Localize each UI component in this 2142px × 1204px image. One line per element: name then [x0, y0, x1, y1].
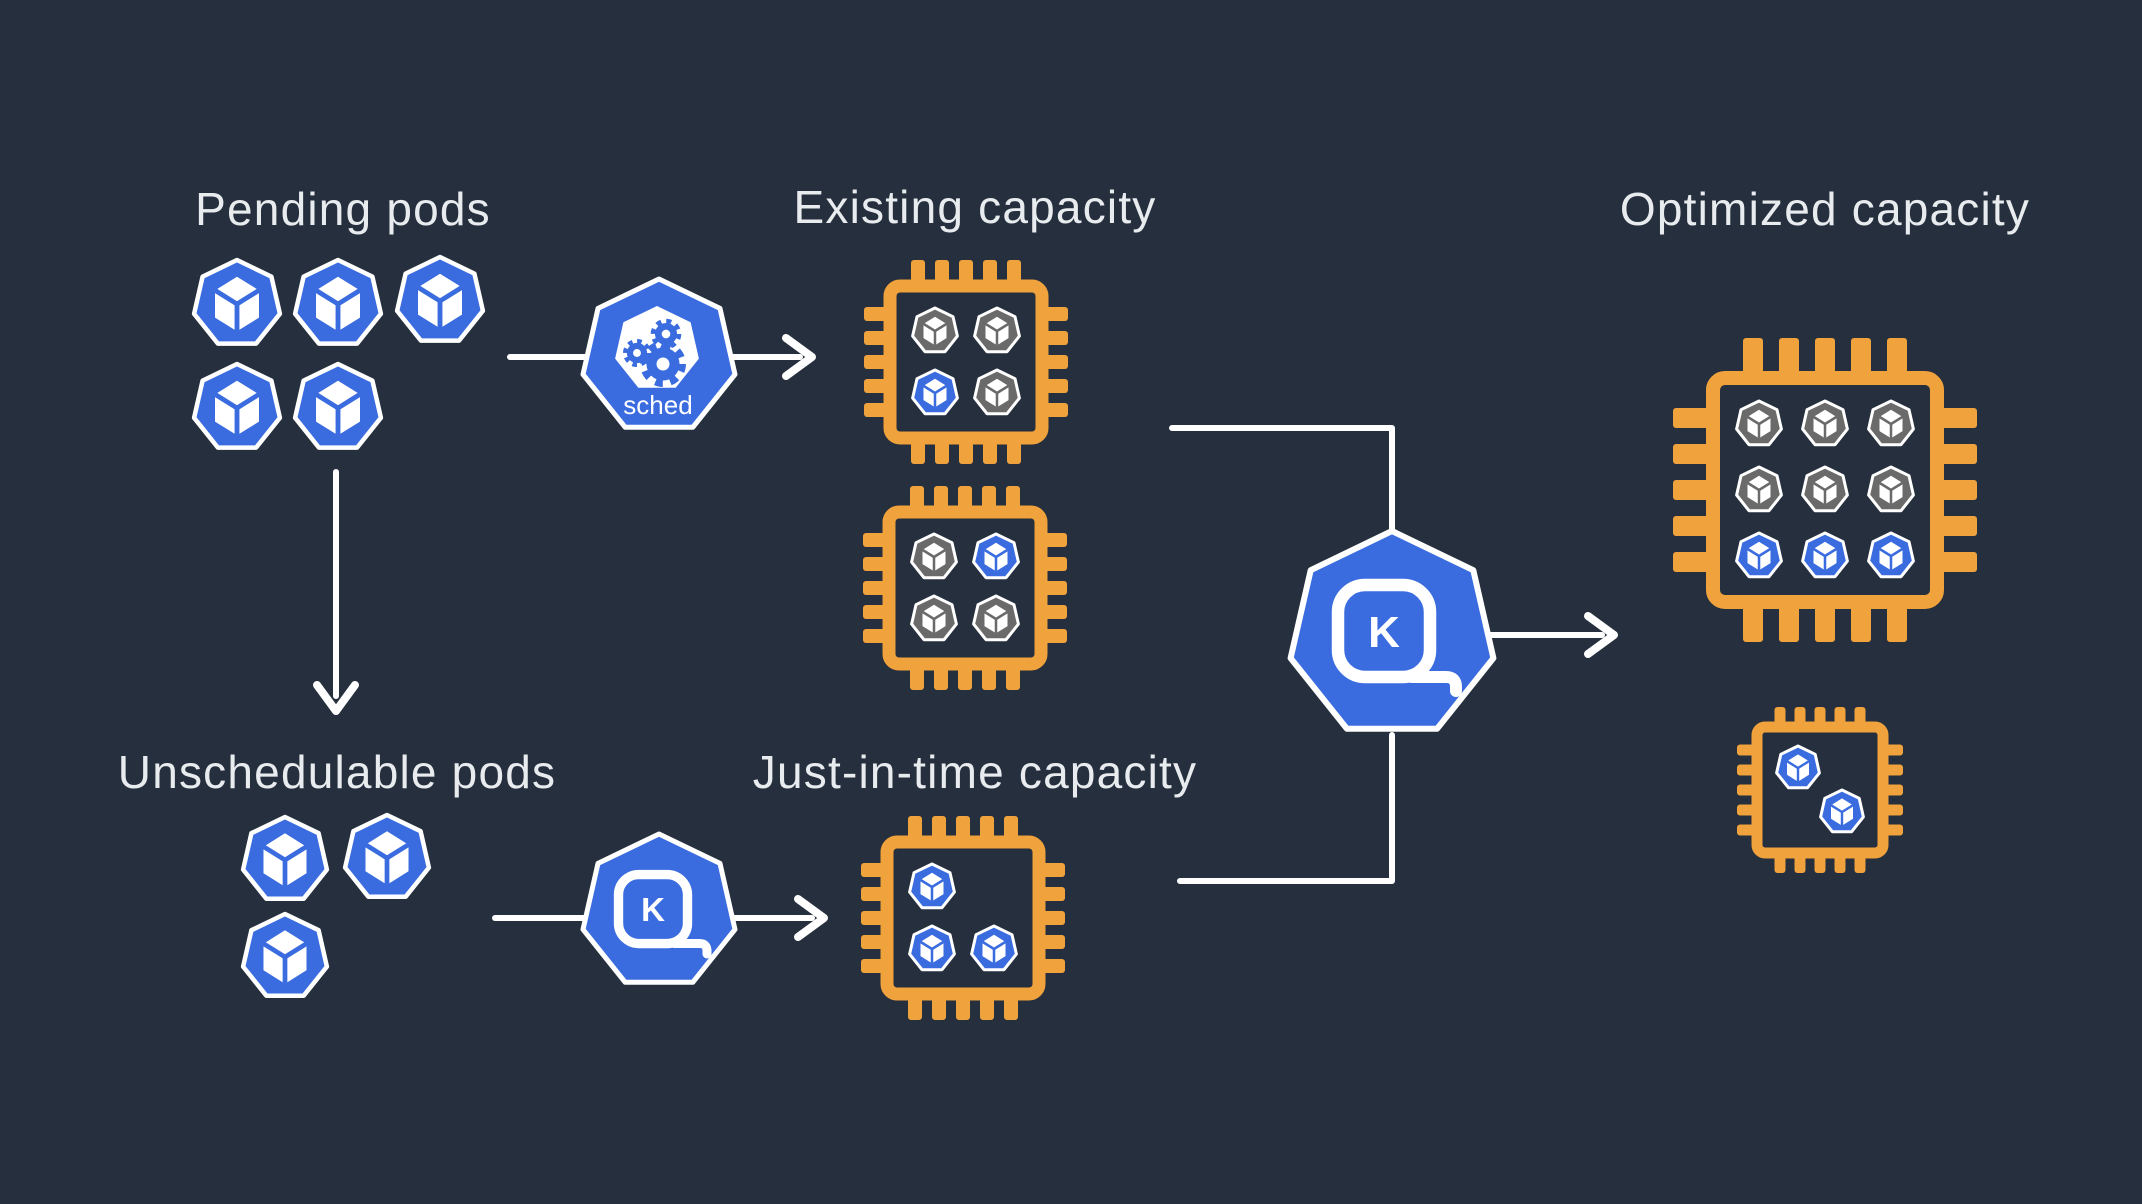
- blue-pod-icon: [908, 924, 956, 972]
- gear-icon: [650, 318, 682, 350]
- blue-pod-icon: [1867, 531, 1915, 579]
- jit-capacity-chip: [861, 816, 1065, 1020]
- blue-pod-icon: [1819, 788, 1865, 834]
- label-pending-pods: Pending pods: [195, 183, 491, 235]
- optimized-capacity-chip-small: [1737, 707, 1903, 873]
- blue-pod-icon: [292, 361, 384, 450]
- blue-pod-icon: [240, 814, 330, 901]
- blue-pod-icon: [394, 254, 486, 343]
- scheduler-label: sched: [623, 390, 692, 420]
- tape-measure-tail: [1406, 671, 1462, 697]
- kube-scheduler-icon: sched: [580, 276, 738, 430]
- blue-pod-icon: [1735, 531, 1783, 579]
- optimized-capacity-chip-large: [1673, 338, 1977, 642]
- connector-jit-to-karpenter: [1177, 732, 1395, 884]
- blue-pod-icon: [1801, 531, 1849, 579]
- label-optimized-capacity: Optimized capacity: [1619, 183, 2031, 235]
- tape-measure-body: [613, 869, 693, 949]
- label-existing-capacity: Existing capacity: [793, 181, 1157, 233]
- blue-pod-icon: [191, 361, 283, 450]
- connector-existing-to-karpenter: [1169, 425, 1395, 538]
- blue-pod-icon: [970, 924, 1018, 972]
- blue-pod-icon: [342, 812, 432, 899]
- arrowhead: [782, 334, 816, 380]
- chip-body: [880, 835, 1046, 1001]
- grey-pod-icon: [1867, 465, 1915, 513]
- grey-pod-icon: [972, 594, 1020, 642]
- grey-pod-icon: [910, 532, 958, 580]
- blue-pod-icon: [908, 862, 956, 910]
- chip-body: [883, 279, 1049, 445]
- arrow-karpenter-to-optimized: [1477, 612, 1618, 658]
- karpenter-icon-small: K: [580, 831, 738, 985]
- arrow-pending-to-unschedulable: [313, 469, 359, 715]
- karpenter-icon-large: K: [1287, 528, 1497, 732]
- label-jit-capacity: Just-in-time capacity: [752, 746, 1198, 798]
- grey-pod-icon: [973, 368, 1021, 416]
- chip-body: [1751, 721, 1889, 859]
- karpenter-letter: K: [1368, 608, 1400, 657]
- blue-pod-icon: [292, 257, 384, 346]
- existing-capacity-chip-2: [863, 486, 1067, 690]
- grey-pod-icon: [911, 306, 959, 354]
- karpenter-letter: K: [641, 891, 665, 928]
- blue-pod-icon: [1775, 744, 1821, 790]
- tape-measure-tail: [669, 939, 712, 959]
- pending-pods-group: [191, 254, 486, 450]
- blue-pod-icon: [911, 368, 959, 416]
- gear-icon: [640, 341, 686, 387]
- existing-capacity-chip-1: [864, 260, 1068, 464]
- grey-pod-icon: [910, 594, 958, 642]
- grey-pod-icon: [973, 306, 1021, 354]
- chip-body: [882, 505, 1048, 671]
- grey-pod-icon: [1801, 465, 1849, 513]
- arrowhead: [1584, 612, 1618, 658]
- grey-pod-icon: [1735, 399, 1783, 447]
- grey-pod-icon: [1735, 465, 1783, 513]
- blue-pod-icon: [191, 257, 283, 346]
- grey-pod-icon: [1801, 399, 1849, 447]
- grey-pod-icon: [1867, 399, 1915, 447]
- blue-pod-icon: [972, 532, 1020, 580]
- tape-measure-body: [1331, 578, 1437, 684]
- unschedulable-pods-group: [240, 812, 432, 998]
- blue-pod-icon: [240, 911, 330, 998]
- arrowhead: [794, 895, 828, 941]
- arrowhead: [313, 681, 359, 715]
- label-unschedulable-pods: Unschedulable pods: [117, 746, 557, 798]
